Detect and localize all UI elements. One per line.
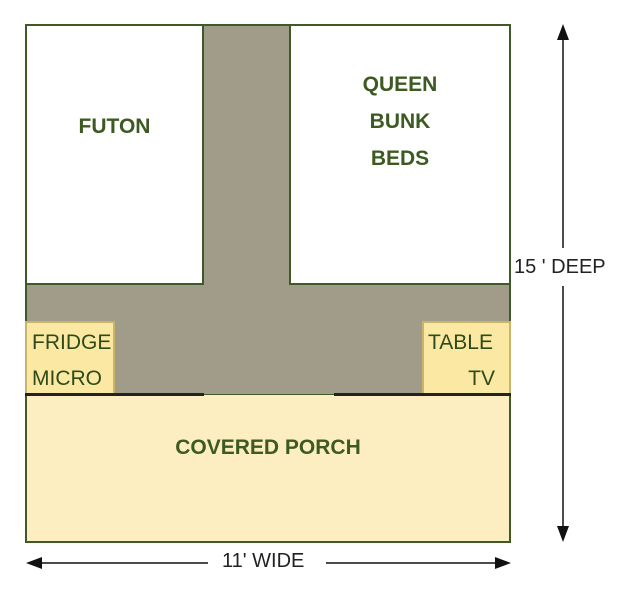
width-label: 11' WIDE [222,550,305,572]
fridge-micro-area: FRIDGE MICRO [25,321,115,395]
fridge-label: FRIDGE [32,331,112,354]
bunks-label-line3: BEDS [370,147,430,170]
futon-area: FUTON [25,24,204,285]
porch-label: COVERED PORCH [175,436,361,459]
table-label: TABLE [428,331,493,354]
depth-label: 15 ' DEEP [514,256,606,278]
bunks-label-line2: BUNK [369,110,431,133]
bunks-label-line1: QUEEN [362,73,438,96]
futon-label: FUTON [78,115,151,138]
tv-label: TV [468,367,495,390]
micro-label: MICRO [32,367,102,390]
table-tv-area: TABLE TV [422,321,511,395]
queen-bunk-beds-area: QUEEN BUNK BEDS [289,24,511,285]
covered-porch-area [25,395,511,543]
porch-wall-right [334,393,511,396]
width-arrow [26,557,511,569]
depth-arrow [557,24,569,542]
porch-wall-left [25,393,204,396]
